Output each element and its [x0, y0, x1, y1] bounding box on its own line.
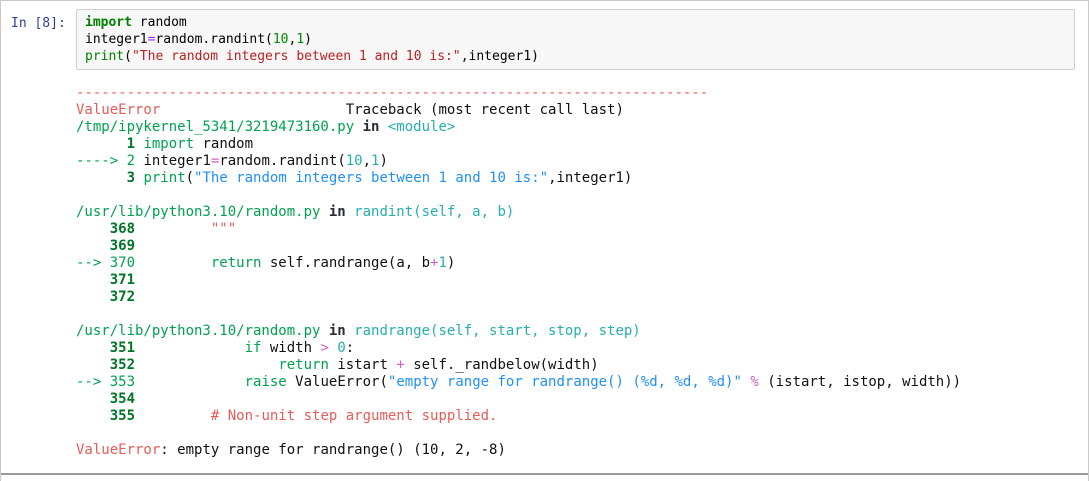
traceback-text: ----------------------------------------…: [76, 85, 962, 458]
input-prompt: In [8]:: [11, 16, 66, 31]
cell-divider: [1, 473, 1088, 475]
error-output: ----------------------------------------…: [76, 85, 1088, 459]
